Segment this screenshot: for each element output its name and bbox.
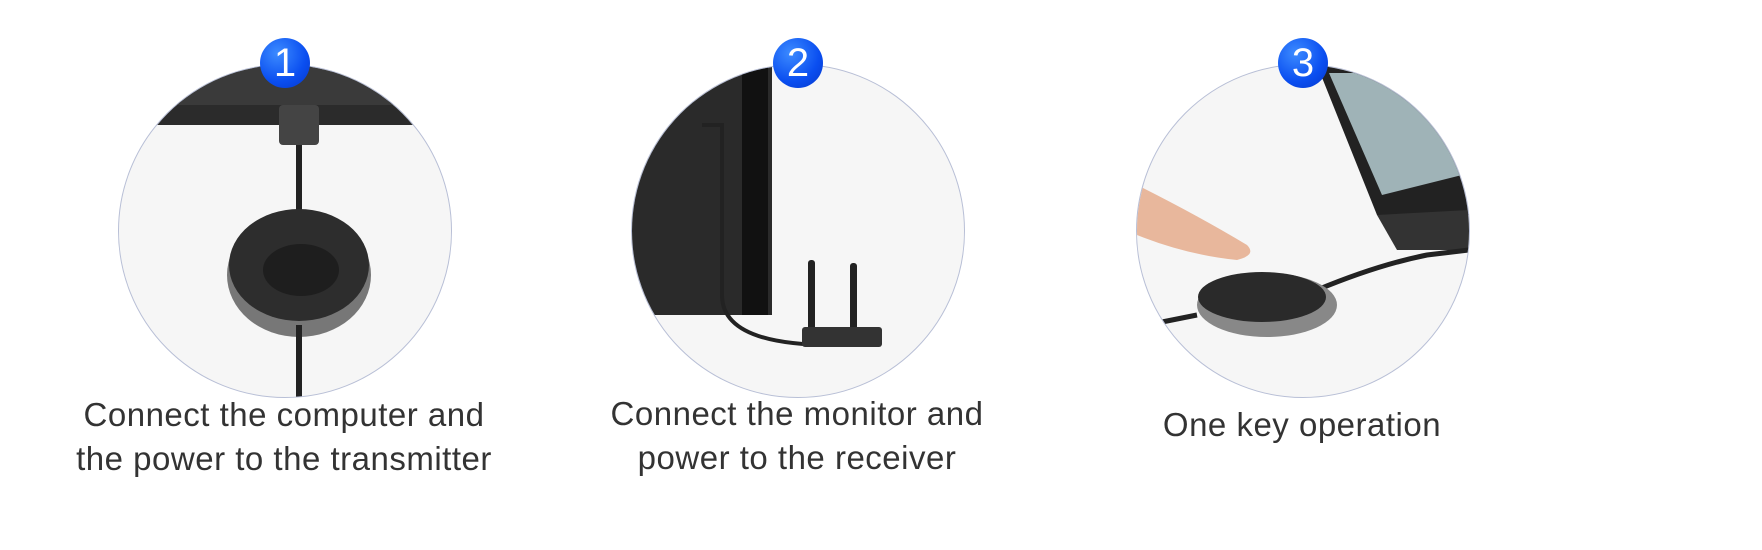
- caption-line: Connect the computer and: [83, 396, 485, 433]
- step-3-caption: One key operation: [1042, 403, 1562, 447]
- caption-line: the power to the transmitter: [76, 440, 492, 477]
- step-2: 2 Connect the monitor and power to the r…: [537, 0, 1057, 550]
- step-3-illustration: [1136, 64, 1470, 398]
- step-2-illustration: [631, 64, 965, 398]
- step-3-number-badge: 3: [1278, 38, 1328, 88]
- step-2-caption: Connect the monitor and power to the rec…: [537, 392, 1057, 480]
- step-1: 1 Connect the computer and the power to …: [24, 0, 544, 550]
- step-1-illustration: [118, 64, 452, 398]
- step-2-number-badge: 2: [773, 38, 823, 88]
- caption-line: One key operation: [1162, 406, 1442, 443]
- caption-line: Connect the monitor and: [610, 395, 984, 432]
- step-1-number-badge: 1: [260, 38, 310, 88]
- caption-line: power to the receiver: [637, 439, 957, 476]
- step-3: 3 One key operation: [1042, 0, 1562, 550]
- step-1-caption: Connect the computer and the power to th…: [24, 393, 544, 481]
